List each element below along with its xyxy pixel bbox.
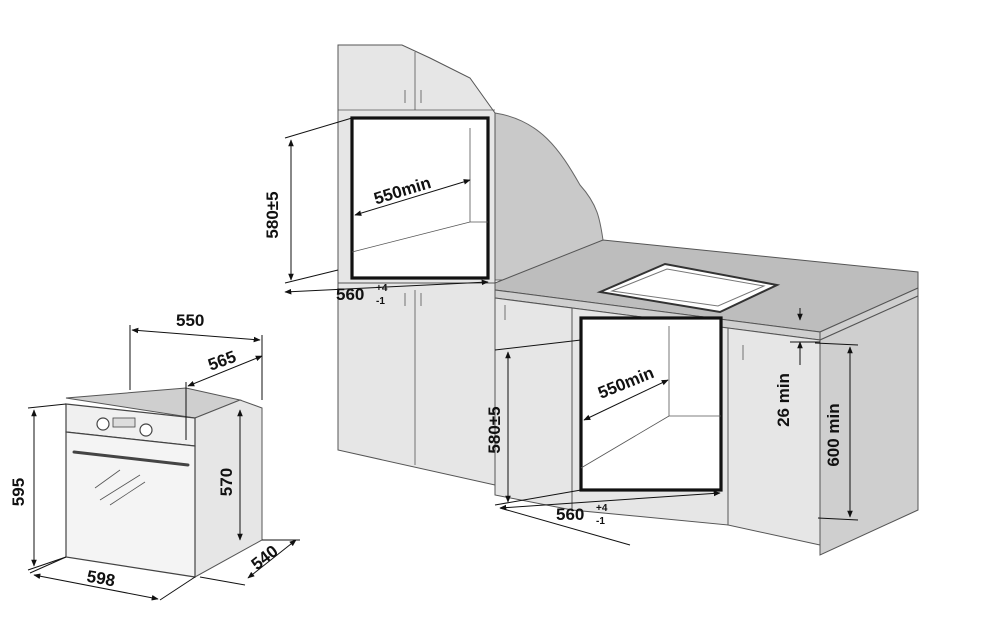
upper-width-label: 560 — [336, 285, 364, 304]
lower-oven-niche — [579, 316, 723, 492]
worktop-gap-label: 26 min — [774, 373, 793, 427]
dimension-lines — [27, 117, 859, 601]
upper-width-tol-minus: -1 — [376, 296, 385, 307]
upper-oven-niche — [350, 116, 490, 280]
worktop — [494, 239, 919, 341]
back-wall — [494, 112, 604, 281]
lower-height-label: 580±5 — [485, 406, 504, 453]
left-knob-icon — [96, 417, 110, 431]
lower-left-cabinet — [337, 282, 496, 486]
base-cabinets — [494, 295, 919, 556]
oven-side-depth-label: 565 — [206, 347, 239, 375]
lower-width-tol-plus: +4 — [596, 503, 608, 514]
oven-width-label: 598 — [85, 567, 116, 591]
oven-body-depth-label: 540 — [248, 541, 282, 573]
cabinet-height-label: 600 min — [824, 403, 843, 466]
oven-height-label: 595 — [9, 478, 28, 506]
display-icon — [112, 417, 136, 428]
upper-cabinet — [337, 44, 496, 284]
lower-width-tol-minus: -1 — [596, 516, 605, 527]
oven-top-depth-label: 550 — [176, 311, 204, 330]
upper-height-label: 580±5 — [263, 191, 282, 238]
oven — [65, 387, 263, 578]
upper-width-tol-plus: +4 — [376, 283, 388, 294]
door-handle — [72, 450, 190, 467]
right-knob-icon — [139, 423, 153, 437]
oven-body-height-label: 570 — [217, 468, 236, 496]
lower-width-label: 560 — [556, 505, 584, 524]
